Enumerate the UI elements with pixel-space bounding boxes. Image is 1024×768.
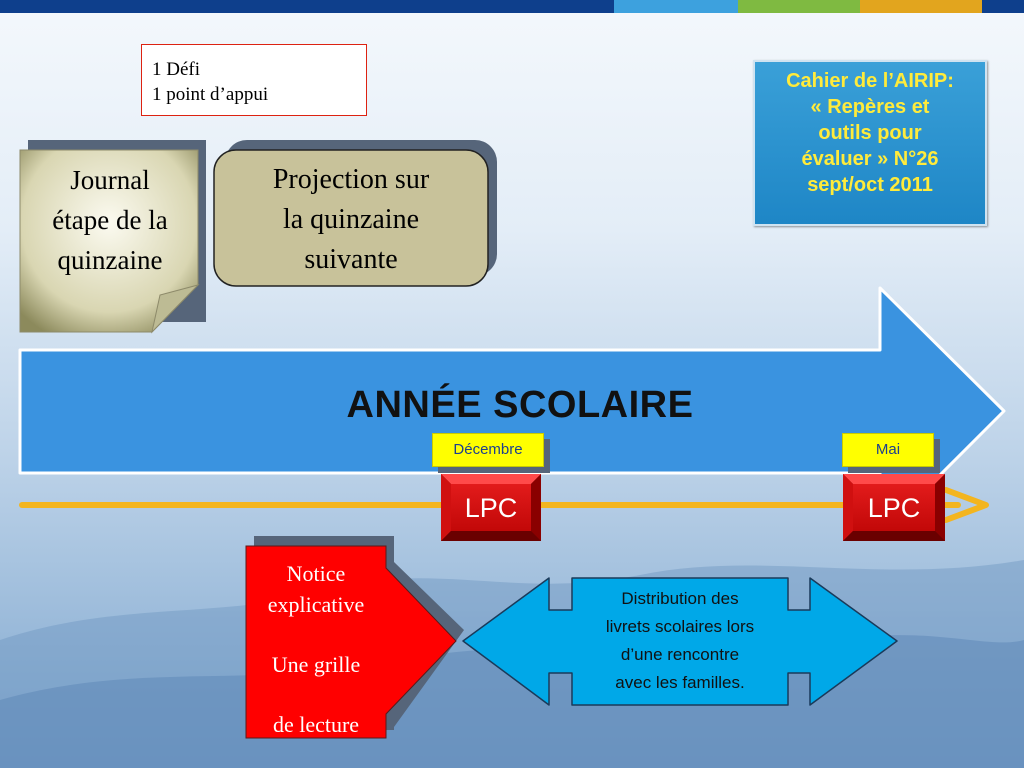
projection-card-text: Projection sur la quinzaine suivante <box>215 160 487 280</box>
header-bar-blue <box>614 0 738 13</box>
header-bar-navy <box>0 0 614 13</box>
notice-line-4: de lecture <box>272 712 360 737</box>
notice-line-2: explicative <box>267 592 365 617</box>
header-bar-navy-end <box>982 0 1024 13</box>
cahier-line-5: sept/oct 2011 <box>807 174 933 196</box>
lpc-box-mai <box>843 474 945 541</box>
lpc-label-decembre: LPC <box>464 493 518 523</box>
distribution-line-4: avec les familles. <box>615 673 745 692</box>
header-bar-green <box>738 0 860 13</box>
cahier-line-3: outils pour <box>818 122 922 144</box>
journal-line-1: Journal <box>70 165 150 195</box>
annee-scolaire-arrow <box>18 286 1006 537</box>
distribution-line-2: livrets scolaires lors <box>605 617 755 636</box>
annee-scolaire-label: ANNÉE SCOLAIRE <box>346 384 694 426</box>
journal-line-3: quinzaine <box>57 245 163 275</box>
cahier-line-4: évaluer » N°26 <box>801 148 939 170</box>
defi-line-2: 1 point d’appui <box>152 84 269 105</box>
projection-card <box>213 140 497 287</box>
projection-line-3: suivante <box>304 244 398 275</box>
notice-line-1: Notice <box>286 561 346 586</box>
cahier-line-1: Cahier de l’AIRIP: <box>786 70 954 92</box>
cahier-airip-note: Cahier de l’AIRIP: « Repères et outils p… <box>753 60 987 226</box>
header-bar-orange <box>860 0 982 13</box>
journal-card-text: Journal étape de la quinzaine <box>20 160 200 280</box>
distribution-line-3: d’une rencontre <box>620 645 740 664</box>
notice-arrow <box>245 536 464 739</box>
notice-line-3: Une grille <box>271 652 361 677</box>
lpc-box-december <box>441 474 541 541</box>
cahier-line-2: « Repères et <box>810 96 930 118</box>
lpc-label-mai: LPC <box>867 493 921 523</box>
notice-arrow-text: Notice explicative Une grille de lecture <box>246 558 386 740</box>
journal-line-2: étape de la <box>52 205 168 235</box>
distribution-line-1: Distribution des <box>621 589 739 608</box>
distribution-arrow <box>462 577 898 706</box>
projection-line-2: la quinzaine <box>282 204 420 235</box>
journal-card <box>19 140 206 334</box>
month-tag-mai: Mai <box>842 433 934 467</box>
month-tag-decembre: Décembre <box>432 433 544 467</box>
projection-line-1: Projection sur <box>272 164 430 195</box>
defi-note: 1 Défi 1 point d’appui <box>141 44 367 116</box>
defi-line-1: 1 Défi <box>152 59 201 80</box>
distribution-arrow-text: Distribution des livrets scolaires lors … <box>572 585 788 697</box>
